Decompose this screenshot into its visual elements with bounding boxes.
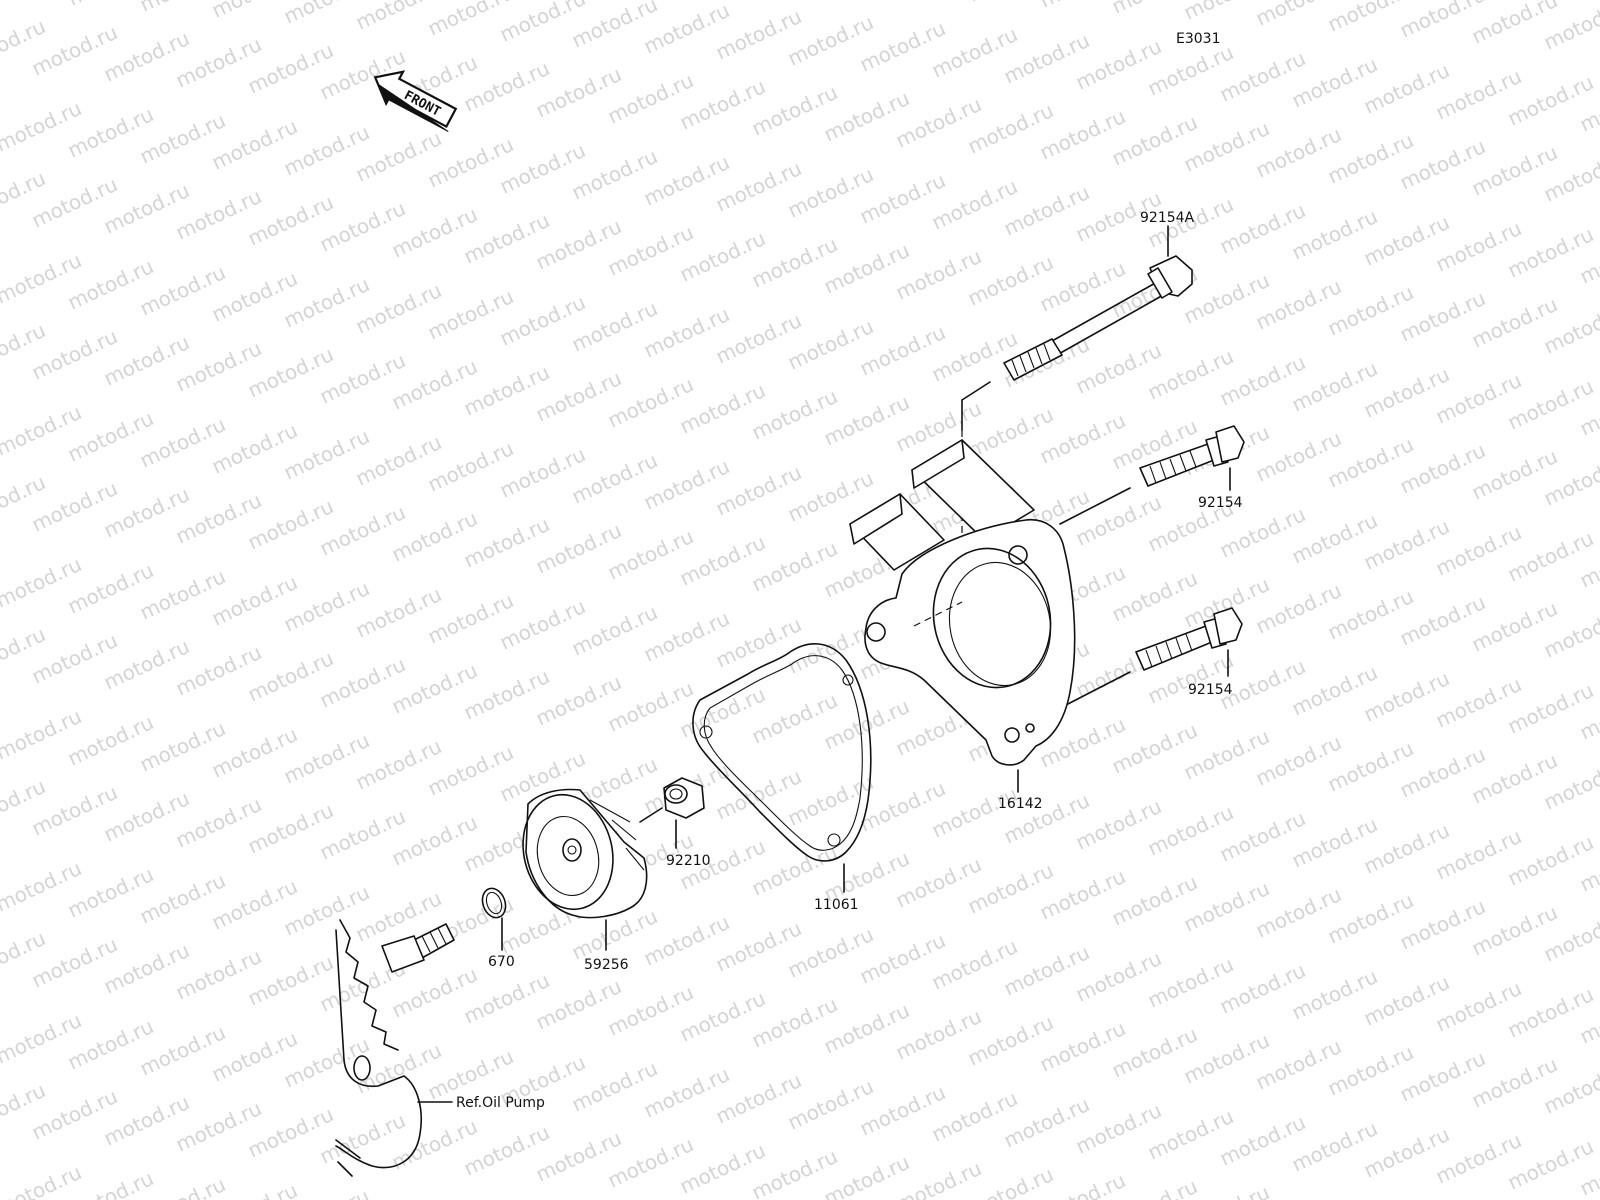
front-arrow-icon: FRONT [373,70,458,132]
oil-pump-reference-drawing [335,919,455,1177]
part-label: 11061 [814,897,859,913]
part-label: 59256 [584,957,629,973]
part-label: 16142 [998,796,1043,812]
watermark-text: motod.ru [0,1160,85,1200]
nut-92210 [639,777,705,849]
part-label: 670 [488,954,515,970]
diagram-code: E3031 [1176,31,1220,47]
bolt-92154-lower [1063,607,1243,707]
part-label: 92154 [1198,495,1243,511]
impeller-59256 [522,788,648,951]
part-label: 92210 [666,853,711,869]
part-label: 92154 [1188,682,1233,698]
o-ring-670 [481,887,507,951]
part-label: 92154A [1140,210,1195,226]
gasket-11061 [692,643,872,893]
reference-label: Ref.Oil Pump [456,1095,545,1111]
pump-cover-16142 [849,439,1076,793]
bolt-92154-upper [1059,425,1245,525]
